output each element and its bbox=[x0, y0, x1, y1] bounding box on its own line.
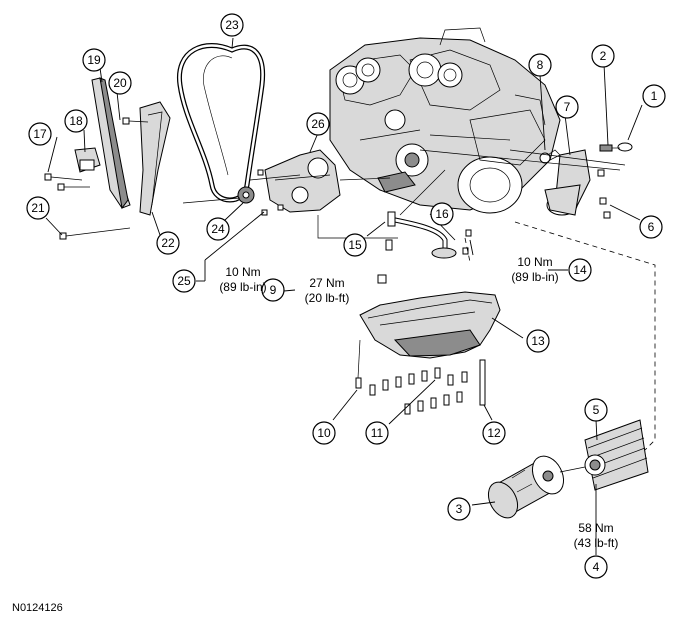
callout-25: 25 bbox=[172, 269, 196, 293]
oil-filter bbox=[487, 455, 565, 519]
svg-text:1: 1 bbox=[651, 89, 658, 103]
svg-text:20: 20 bbox=[113, 76, 127, 90]
callout-14: 14 bbox=[568, 258, 592, 282]
svg-text:22: 22 bbox=[161, 236, 175, 250]
callout-9: 9 bbox=[261, 278, 285, 302]
timing-chain bbox=[177, 43, 266, 203]
callout-12: 12 bbox=[482, 421, 506, 445]
callout-11: 11 bbox=[365, 421, 389, 445]
svg-text:16: 16 bbox=[435, 207, 449, 221]
engine-assembly bbox=[329, 27, 561, 214]
callout-19: 19 bbox=[82, 48, 106, 72]
callout-26: 26 bbox=[306, 112, 330, 136]
callout-16: 16 bbox=[430, 202, 454, 226]
svg-text:12: 12 bbox=[487, 426, 501, 440]
svg-text:27 Nm: 27 Nm bbox=[309, 276, 344, 290]
callout-15: 15 bbox=[343, 233, 367, 257]
svg-text:10 Nm: 10 Nm bbox=[517, 255, 552, 269]
torque-spec-14: 10 Nm (89 lb-in) bbox=[511, 255, 558, 284]
callout-22: 22 bbox=[156, 231, 180, 255]
callout-1: 1 bbox=[642, 84, 666, 108]
callout-7: 7 bbox=[555, 95, 579, 119]
svg-text:17: 17 bbox=[33, 127, 47, 141]
svg-text:4: 4 bbox=[593, 560, 600, 574]
leader-lines bbox=[45, 37, 643, 555]
svg-text:19: 19 bbox=[87, 53, 101, 67]
torque-spec-4: 58 Nm (43 lb-ft) bbox=[574, 521, 619, 550]
callout-21: 21 bbox=[26, 196, 50, 220]
svg-text:26: 26 bbox=[311, 117, 325, 131]
oil-pump bbox=[182, 149, 391, 216]
svg-text:58 Nm: 58 Nm bbox=[578, 521, 613, 535]
callout-20: 20 bbox=[108, 71, 132, 95]
svg-text:24: 24 bbox=[211, 222, 225, 236]
torque-spec-9: 27 Nm (20 lb-ft) bbox=[305, 276, 350, 305]
svg-text:15: 15 bbox=[348, 238, 362, 252]
torque-spec-25: 10 Nm (89 lb-in) bbox=[219, 265, 266, 294]
svg-text:13: 13 bbox=[531, 334, 545, 348]
svg-text:6: 6 bbox=[648, 220, 655, 234]
svg-text:5: 5 bbox=[593, 403, 600, 417]
alignment-lines bbox=[464, 221, 656, 451]
callout-4: 4 bbox=[584, 555, 608, 579]
callout-10: 10 bbox=[312, 421, 336, 445]
oil-filter-adapter bbox=[419, 142, 633, 219]
svg-text:14: 14 bbox=[573, 263, 587, 277]
svg-text:(43 lb-ft): (43 lb-ft) bbox=[574, 536, 619, 550]
oil-pan bbox=[357, 274, 501, 379]
callout-6: 6 bbox=[639, 215, 663, 239]
callout-8: 8 bbox=[528, 53, 552, 77]
svg-text:10: 10 bbox=[317, 426, 331, 440]
callout-2: 2 bbox=[591, 44, 615, 68]
svg-text:23: 23 bbox=[225, 18, 239, 32]
callout-17: 17 bbox=[28, 122, 52, 146]
svg-text:10 Nm: 10 Nm bbox=[225, 265, 260, 279]
svg-text:9: 9 bbox=[270, 283, 277, 297]
svg-text:3: 3 bbox=[456, 502, 463, 516]
callout-23: 23 bbox=[220, 13, 244, 37]
svg-text:7: 7 bbox=[564, 100, 571, 114]
oil-pan-bolts bbox=[355, 359, 486, 415]
svg-text:18: 18 bbox=[69, 114, 83, 128]
oil-cooler bbox=[559, 419, 649, 491]
svg-text:25: 25 bbox=[177, 274, 191, 288]
callout-3: 3 bbox=[447, 497, 471, 521]
reference-code: N0124126 bbox=[12, 602, 63, 614]
timing-chain-guides bbox=[74, 77, 171, 216]
callout-24: 24 bbox=[206, 217, 230, 241]
svg-text:(89 lb-in): (89 lb-in) bbox=[219, 280, 266, 294]
oil-pickup-tube bbox=[317, 169, 472, 259]
callout-18: 18 bbox=[64, 109, 88, 133]
guide-bolts bbox=[44, 117, 149, 240]
svg-text:2: 2 bbox=[600, 49, 607, 63]
svg-text:(89 lb-in): (89 lb-in) bbox=[511, 270, 558, 284]
svg-text:21: 21 bbox=[31, 201, 45, 215]
svg-text:11: 11 bbox=[371, 426, 384, 440]
callout-13: 13 bbox=[526, 329, 550, 353]
svg-text:8: 8 bbox=[537, 58, 544, 72]
callout-5: 5 bbox=[584, 398, 608, 422]
svg-text:(20 lb-ft): (20 lb-ft) bbox=[305, 291, 350, 305]
